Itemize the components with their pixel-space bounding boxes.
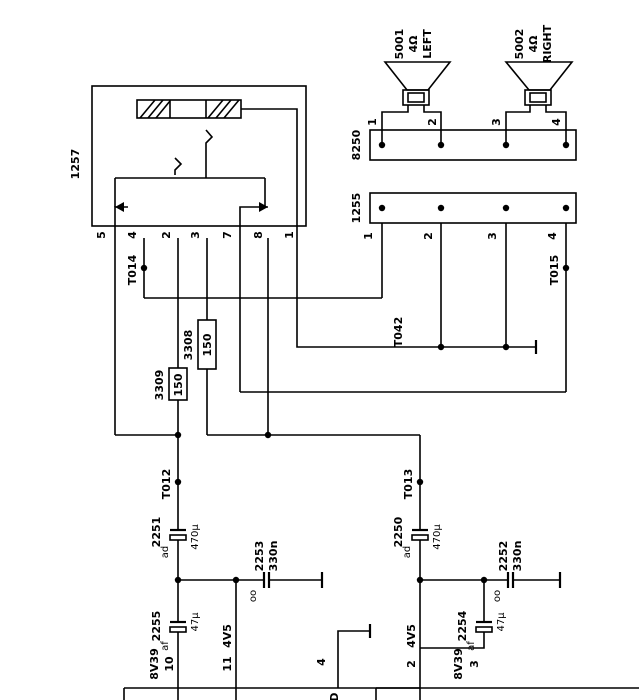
testpoint-t014: T014 xyxy=(126,254,139,285)
wires xyxy=(114,108,567,436)
capacitor-2250-value: 470μ xyxy=(432,524,443,550)
pin-3-label: 3 xyxy=(189,231,202,239)
ic-pin-10-volt: 8V39 xyxy=(148,648,161,679)
capacitor-2250-ref: 2250 xyxy=(392,516,405,547)
capacitor-2254: 2254 47μ af xyxy=(420,580,507,651)
c1255-pin-2: 2 xyxy=(422,232,435,240)
capacitor-2253-value: 330n xyxy=(267,541,280,572)
pin-4-label: 4 xyxy=(126,231,139,239)
ic-pin-2-num: 2 xyxy=(405,660,418,668)
capacitor-2255: 2255 47μ af xyxy=(150,580,201,700)
connector-1255-label: 1255 xyxy=(350,193,363,224)
c8250-pin-3: 3 xyxy=(490,118,503,126)
capacitor-2253-mark: oo xyxy=(248,590,259,602)
ic-pin-11-volt: 4V5 xyxy=(221,624,234,648)
ic-body: 10 8V39 11 4V5 4 2 4V5 3 8V39 D xyxy=(123,624,639,700)
capacitor-2253: 2253 330n oo xyxy=(178,541,324,700)
speaker-right-name: RIGHT xyxy=(541,24,554,63)
speaker-right-imp: 4Ω xyxy=(527,35,540,53)
connector-1255: 1255 1 2 3 4 xyxy=(350,192,577,240)
connector-8250-label: 8250 xyxy=(350,129,363,160)
capacitor-2255-value: 47μ xyxy=(190,612,201,632)
capacitor-2254-mark: af xyxy=(466,641,477,651)
c8250-pin-1: 1 xyxy=(366,118,379,126)
c8250-pin-2: 2 xyxy=(426,118,439,126)
capacitor-2251: 2251 470μ ad xyxy=(150,435,201,580)
ic-pin-2-volt: 4V5 xyxy=(405,624,418,648)
connector-1257-body xyxy=(91,85,307,227)
capacitor-2254-value: 47μ xyxy=(496,612,507,632)
capacitor-2252-ref: 2252 xyxy=(497,541,510,572)
capacitor-2250-mark: ad xyxy=(402,546,413,558)
ic-pin-10-num: 10 xyxy=(163,656,176,672)
capacitor-2254-ref: 2254 xyxy=(456,610,469,641)
speaker-left-name: LEFT xyxy=(421,29,434,59)
capacitor-2253-ref: 2253 xyxy=(253,541,266,572)
speaker-right-ref: 5002 xyxy=(513,29,526,60)
connector-1257: 1257 5 4 2 3 7 8 1 xyxy=(69,85,307,239)
resistor-3308-ref: 3308 xyxy=(182,330,195,361)
connector-1257-label: 1257 xyxy=(69,149,82,180)
arrow-right xyxy=(259,202,268,212)
testpoint-t012: T012 xyxy=(160,469,173,499)
capacitor-2252-mark: oo xyxy=(492,590,503,602)
pin-1-label: 1 xyxy=(283,231,296,239)
speaker-left-ref: 5001 xyxy=(393,29,406,60)
testpoint-t042: T042 xyxy=(392,317,405,347)
ic-gnd-fragment: D xyxy=(328,692,341,700)
resistor-3309-ref: 3309 xyxy=(153,370,166,401)
ic-pin-3-num: 3 xyxy=(468,660,481,668)
speaker-right: 5002 4Ω RIGHT xyxy=(504,24,574,145)
pin-7-label: 7 xyxy=(221,231,234,239)
capacitor-2252: 2252 330n oo xyxy=(420,541,562,602)
speaker-left: 5001 4Ω LEFT xyxy=(381,29,452,145)
capacitor-2251-ref: 2251 xyxy=(150,517,163,548)
resistor-3308: 150 3308 xyxy=(182,319,217,370)
c1255-pin-3: 3 xyxy=(486,232,499,240)
capacitor-2251-value: 470μ xyxy=(190,524,201,550)
speaker-left-imp: 4Ω xyxy=(407,35,420,53)
switch-slider xyxy=(136,99,242,119)
ic-pin-11-num: 11 xyxy=(221,656,234,671)
switch-contact-left xyxy=(174,157,183,175)
testpoint-t013: T013 xyxy=(402,469,415,499)
switch-contact-right xyxy=(205,129,214,178)
c8250-pin-4: 4 xyxy=(550,118,563,126)
capacitor-2251-mark: ad xyxy=(160,546,171,558)
junctions xyxy=(140,264,570,584)
capacitor-2252-value: 330n xyxy=(511,541,524,572)
capacitor-2250: 2250 470μ ad xyxy=(392,435,443,580)
resistor-3309: 150 3309 xyxy=(153,367,188,401)
c1255-pin-1: 1 xyxy=(362,232,375,240)
testpoint-t015: T015 xyxy=(548,255,561,285)
resistor-3308-value: 150 xyxy=(201,333,214,356)
ic-pin-3-volt: 8V39 xyxy=(452,648,465,679)
ic-pin-4-num: 4 xyxy=(315,658,328,666)
c1255-pin-4: 4 xyxy=(546,232,559,240)
connector-8250: 8250 1 2 3 4 xyxy=(350,118,577,161)
pin-8-label: 8 xyxy=(252,231,265,239)
pin-2-label: 2 xyxy=(160,231,173,239)
capacitor-2255-ref: 2255 xyxy=(150,611,163,642)
capacitor-2255-mark: af xyxy=(160,641,171,651)
arrow-left xyxy=(115,202,124,212)
pin-5-label: 5 xyxy=(95,231,108,239)
resistor-3309-value: 150 xyxy=(172,373,185,396)
